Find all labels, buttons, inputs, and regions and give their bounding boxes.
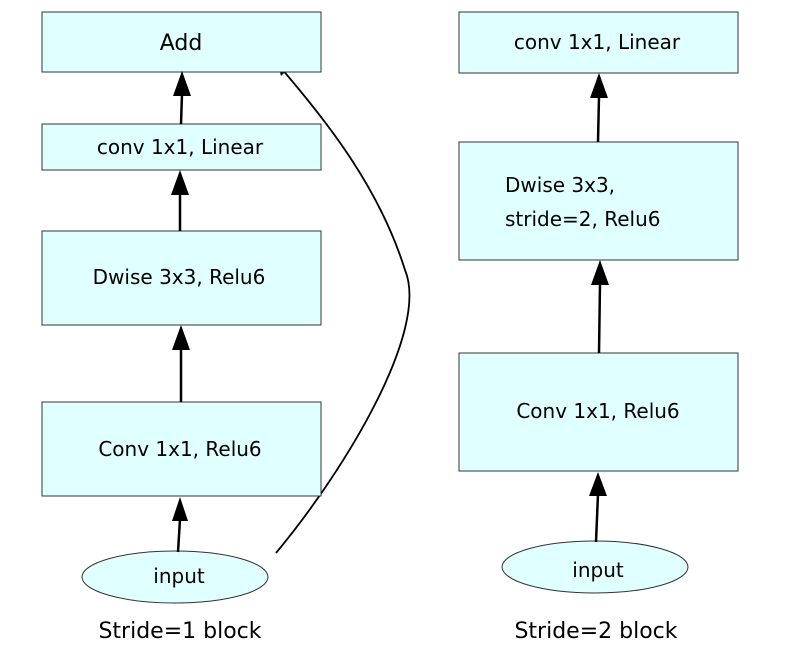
conv-linear-label: conv 1x1, Linear: [514, 30, 681, 54]
arrow-input-to-conv: [176, 518, 182, 553]
conv-linear-label: conv 1x1, Linear: [97, 135, 264, 159]
dwise-label-line1: Dwise 3x3,: [505, 173, 615, 197]
arrowhead: [589, 472, 607, 496]
stride2-block: conv 1x1, Linear Dwise 3x3, stride=2, Re…: [458, 11, 739, 644]
dwise-label: Dwise 3x3, Relu6: [93, 265, 266, 289]
stride1-block: Add conv 1x1, Linear Dwise 3x3, Relu6 Co…: [41, 11, 411, 644]
residual-connection: [275, 67, 411, 554]
stride1-caption: Stride=1 block: [98, 619, 261, 644]
dwise-stride2-node: [458, 141, 739, 261]
conv-relu-label: Conv 1x1, Relu6: [516, 399, 679, 423]
arrowhead: [173, 71, 191, 96]
arrowhead: [590, 73, 608, 98]
add-label: Add: [160, 31, 203, 56]
conv-relu-node: [41, 401, 322, 497]
conv-linear-node: [458, 11, 739, 74]
dwise-node: [41, 230, 322, 326]
add-node: [41, 11, 322, 73]
conv-relu-label: Conv 1x1, Relu6: [98, 437, 261, 461]
arrow-conv-to-dwise: [597, 282, 602, 354]
arrowhead: [591, 260, 609, 285]
arrowhead: [171, 170, 189, 195]
stride2-caption: Stride=2 block: [514, 619, 677, 644]
arrow-input-to-conv: [594, 493, 600, 543]
input-label: input: [153, 564, 205, 588]
conv-relu-node: [458, 352, 739, 472]
arrowhead: [172, 325, 190, 350]
arrow-linear-to-add: [179, 93, 184, 125]
dwise-label-line2: stride=2, Relu6: [505, 207, 661, 231]
arrow-dwise-to-linear: [596, 95, 601, 143]
input-label: input: [572, 558, 624, 582]
arrowhead: [172, 497, 188, 521]
input-node: [81, 550, 269, 604]
